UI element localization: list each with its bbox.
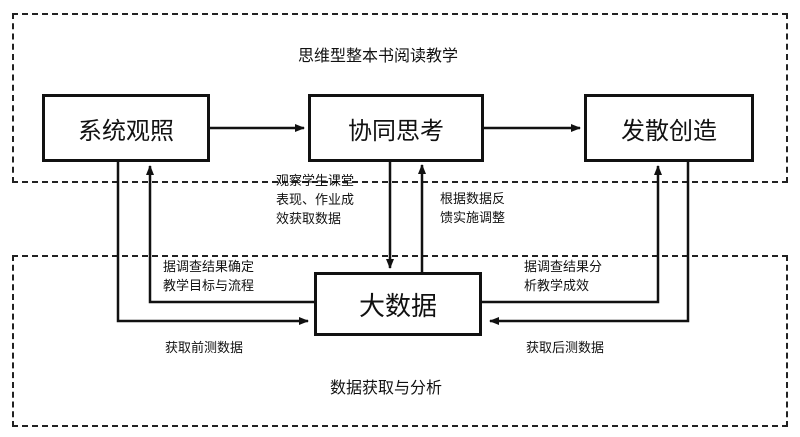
label-survey-left-line: 教学目标与流程 [163,279,255,294]
label-feedback-line: 根据数据反 [440,192,506,207]
teaching-region-title: 思维型整本书阅读教学 [298,46,459,65]
arrow-create-to-bigdata [489,162,690,325]
node-bigdata: 大数据 [314,272,482,336]
label-posttest: 获取后测数据 [526,341,605,356]
node-think: 协同思考 [308,94,484,162]
label-feedback: 根据数据反 馈实施调整 [440,190,505,228]
label-observe-line: 表现、作业成 [276,193,355,208]
label-feedback-line: 馈实施调整 [440,211,506,226]
label-observe: 观察学生课堂 表现、作业成 效获取数据 [276,172,354,229]
arrow-system-to-bigdata [116,162,309,325]
arrow-bigdata-to-create [482,165,662,304]
teaching-region [12,13,788,183]
data-region-title: 数据获取与分析 [330,378,443,397]
data-region [12,255,788,427]
label-survey-left: 据调查结果确定 教学目标与流程 [163,258,254,296]
label-pretest: 获取前测数据 [165,341,244,356]
label-survey-left-line: 据调查结果确定 [163,260,255,275]
arrow-bigdata-to-system [146,165,314,304]
label-survey-right-line: 析教学成效 [524,279,590,294]
label-survey-right: 据调查结果分 析教学成效 [524,258,602,296]
label-survey-right-line: 据调查结果分 [524,260,603,275]
label-observe-line: 效获取数据 [276,212,342,227]
node-system: 系统观照 [42,94,210,162]
node-create: 发散创造 [584,94,754,162]
label-observe-line: 观察学生课堂 [276,174,355,189]
